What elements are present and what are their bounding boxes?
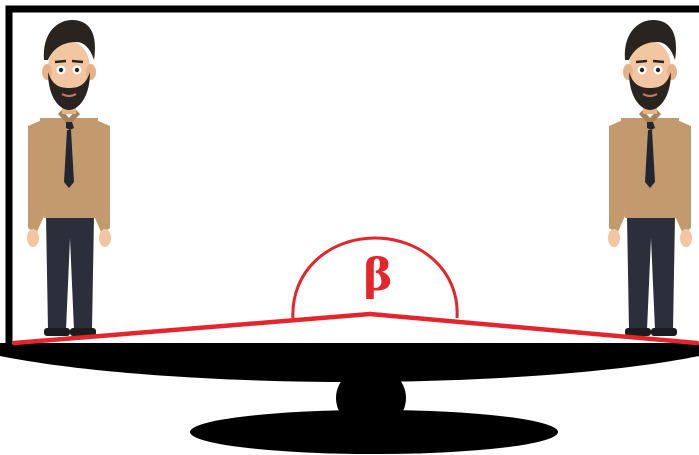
right-man-icon bbox=[608, 20, 692, 336]
stand-base bbox=[190, 410, 558, 454]
monitor-frame bbox=[9, 9, 699, 343]
angle-label: β bbox=[363, 250, 392, 301]
left-man-icon bbox=[27, 20, 111, 336]
